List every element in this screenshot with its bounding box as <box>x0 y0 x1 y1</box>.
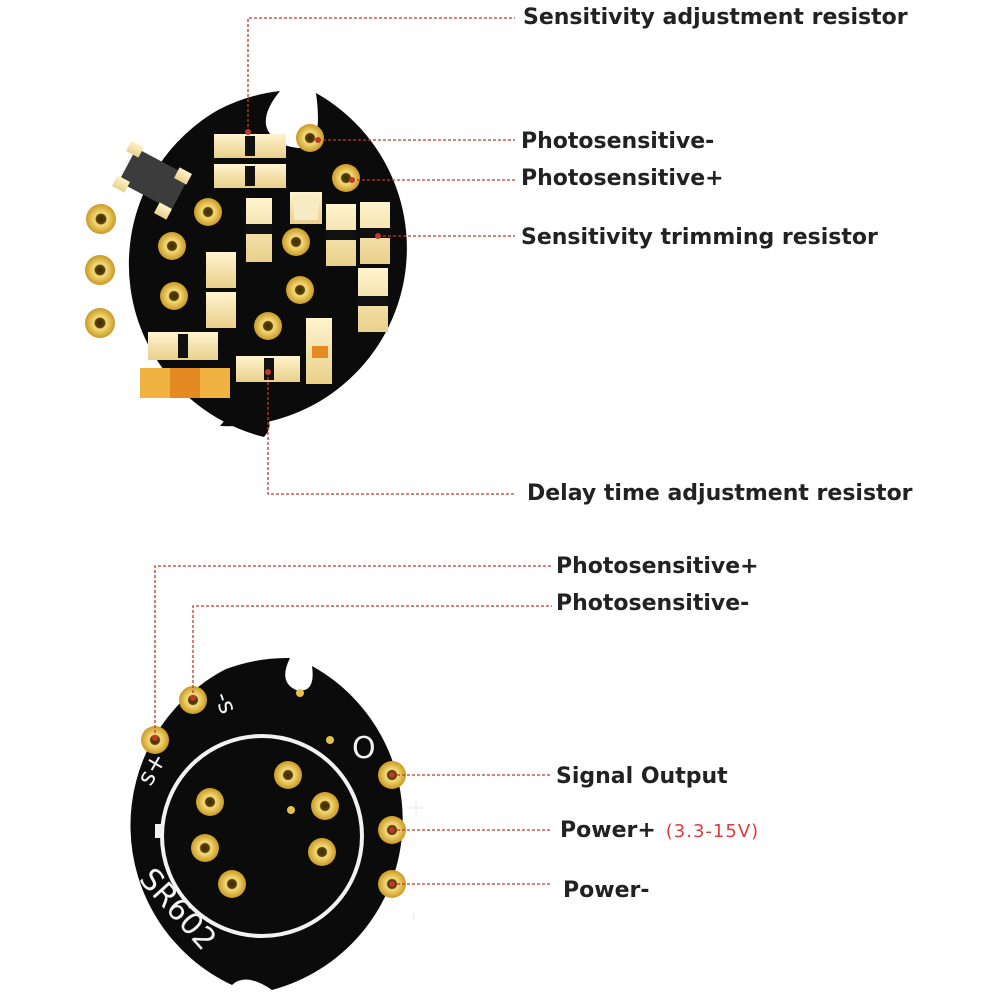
label-delay-adjust: Delay time adjustment resistor <box>527 481 913 506</box>
top-leader-dots <box>245 129 381 375</box>
label-signal-output: Signal Output <box>556 764 728 789</box>
leader-b-photo-minus <box>192 605 552 698</box>
bottom-connector-pads <box>141 686 406 898</box>
smd-components <box>140 134 390 398</box>
bottom-board: s+ -s O + - SR602 <box>130 565 552 990</box>
label-power-plus: Power+ (3.3-15V) <box>560 820 759 842</box>
power-plus-text: Power+ <box>560 818 656 843</box>
power-range-text: (3.3-15V) <box>665 821 760 842</box>
label-photo-plus-top: Photosensitive+ <box>521 166 724 191</box>
top-board <box>85 17 515 495</box>
label-sens-adjust: Sensitivity adjustment resistor <box>523 5 908 30</box>
label-photo-minus-top: Photosensitive- <box>521 129 715 154</box>
label-photo-minus-bottom: Photosensitive- <box>556 591 750 616</box>
photo-minus-pad <box>296 124 324 152</box>
top-pads <box>85 124 360 340</box>
leader-sens-adjust <box>247 17 515 132</box>
leader-b-photo-plus <box>154 565 552 738</box>
leader-delay <box>267 372 515 495</box>
chip <box>112 140 192 220</box>
bottom-leader-dots <box>152 695 395 887</box>
label-photo-plus-bottom: Photosensitive+ <box>556 554 759 579</box>
label-power-minus: Power- <box>563 878 650 903</box>
photo-plus-pad <box>332 164 360 192</box>
bottom-leaders <box>154 565 552 885</box>
silk-minus: - <box>399 912 432 922</box>
silk-out: O <box>352 731 376 766</box>
bottom-inner-pads <box>191 689 339 898</box>
top-leaders <box>247 17 515 495</box>
silk-plus: + <box>406 793 426 821</box>
label-sens-trim: Sensitivity trimming resistor <box>521 225 878 250</box>
